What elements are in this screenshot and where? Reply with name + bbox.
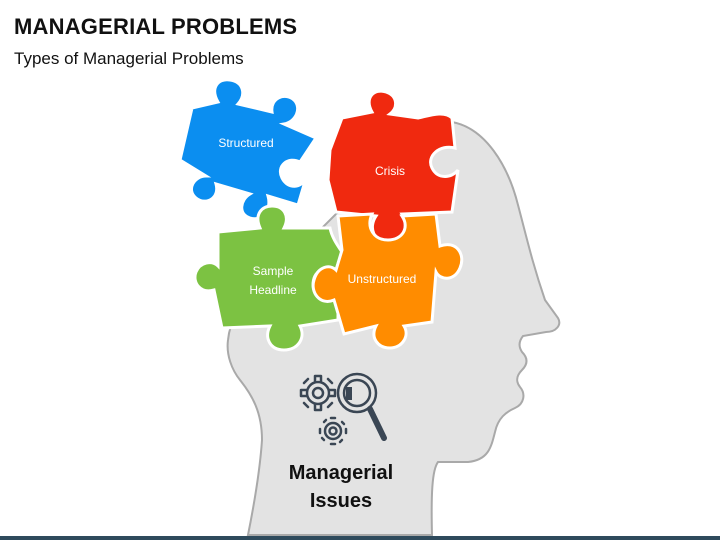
head-label-line1: Managerial [289,462,393,484]
magnifier-icon [336,372,387,441]
large-gear-icon [299,374,337,412]
slide-subtitle: Types of Managerial Problems [14,49,244,68]
small-gear-icon [318,416,348,446]
unstructured-label: Unstructured [348,272,417,286]
head-label-line2: Issues [310,490,372,512]
puzzle-piece-crisis: Crisis [326,89,460,244]
crisis-label: Crisis [375,164,405,178]
sample-headline-label-line2: Headline [249,283,297,297]
sample-headline-label-line1: Sample [253,264,294,278]
structured-label: Structured [218,136,273,150]
gears-magnifier-icon [299,372,387,446]
bottom-bar [0,536,720,540]
slide-title: MANAGERIAL PROBLEMS [14,14,298,39]
puzzle-piece-structured: Structured [178,78,319,221]
puzzle-piece-unstructured: Unstructured [311,212,464,350]
